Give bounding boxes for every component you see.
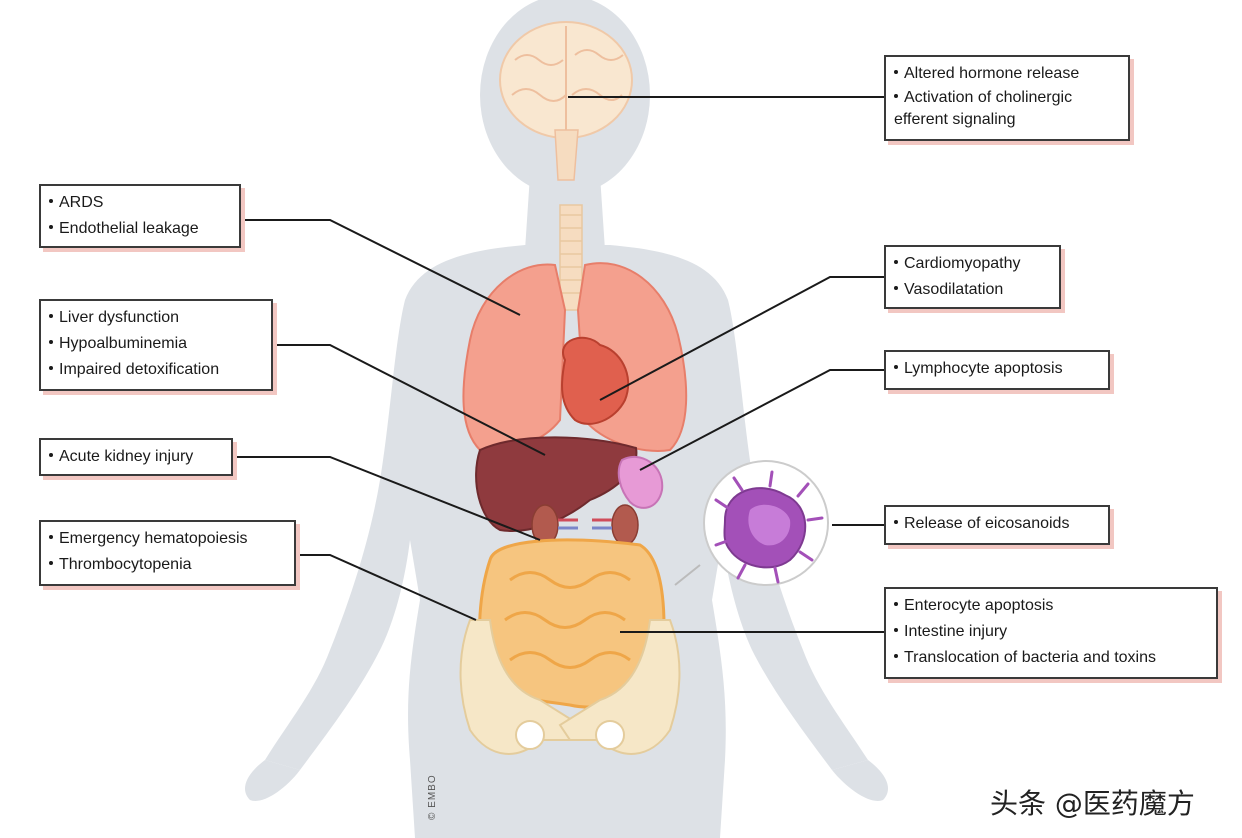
bone-marrow-callout: Emergency hematopoiesis Thrombocytopenia [39,520,296,586]
kidneys [531,504,639,546]
list-item: Liver dysfunction [49,305,261,331]
immune-cell-inset [703,460,829,586]
renal-vessels [558,518,612,530]
bullet [894,93,898,98]
list-item: Emergency hematopoiesis [49,526,284,552]
kidney-callout: Acute kidney injury [39,438,233,476]
list-item: ARDS [49,190,229,216]
leader-lines [233,96,884,633]
bullet [894,601,898,606]
bullet [49,198,53,203]
heart [561,336,630,425]
trachea [559,204,583,311]
list-item: Cardiomyopathy [894,251,1049,277]
heart-callout: Cardiomyopathy Vasodilatation [884,245,1061,309]
pelvis [459,619,681,755]
list-item: Acute kidney injury [49,444,221,470]
copyright-notice: © EMBO [427,762,441,822]
bullet [894,69,898,74]
list-item: Release of eicosanoids [894,511,1098,537]
list-item: Activation of cholinergic efferent signa… [894,89,1073,128]
list-item: Translocation of bacteria and toxins [894,645,1206,671]
bullet [49,224,53,229]
bullet [894,653,898,658]
intestine-callout: Enterocyte apoptosis Intestine injury Tr… [884,587,1218,679]
bullet [49,560,53,565]
bullet [49,339,53,344]
watermark: 头条 @医药魔方 [990,787,1195,820]
bullet [49,452,53,457]
brain-illustration [499,21,633,181]
list-item: Hypoalbuminemia [49,331,261,357]
liver-callout: Liver dysfunction Hypoalbuminemia Impair… [39,299,273,391]
list-item: Intestine injury [894,619,1206,645]
bullet [894,627,898,632]
bullet [49,365,53,370]
list-item: Impaired detoxification [49,357,261,383]
bullet [49,313,53,318]
bullet [894,364,898,369]
bullet [894,285,898,290]
spleen-callout: Lymphocyte apoptosis [884,350,1110,390]
list-item: Thrombocytopenia [49,552,284,578]
bullet [49,534,53,539]
list-item: Altered hormone release [894,61,1118,87]
immune-cell-callout: Release of eicosanoids [884,505,1110,545]
list-item: Vasodilatation [894,277,1049,303]
list-item: Endothelial leakage [49,216,229,242]
spleen [617,455,664,509]
copyright-text: © EMBO [427,774,438,820]
list-item: Enterocyte apoptosis [894,593,1206,619]
list-item: Lymphocyte apoptosis [894,356,1098,382]
brain-callout: Altered hormone release Activation of ch… [884,55,1130,141]
bullet [894,259,898,264]
bullet [894,519,898,524]
lung-callout: ARDS Endothelial leakage [39,184,241,248]
